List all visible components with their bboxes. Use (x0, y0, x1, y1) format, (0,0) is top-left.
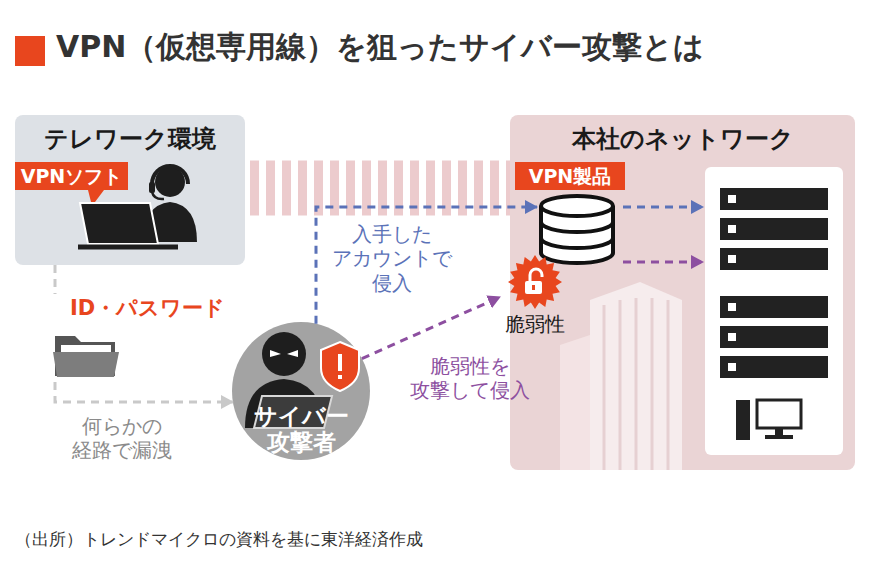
vpn-product: VPN製品 (537, 192, 617, 267)
decoration (619, 300, 622, 470)
decoration (728, 225, 736, 233)
folder-icon (53, 330, 123, 380)
decoration (80, 203, 158, 244)
decoration (270, 350, 281, 357)
decoration (728, 333, 736, 341)
decoration (508, 255, 562, 309)
folder-label: ID・パスワード (70, 294, 225, 322)
decoration (541, 196, 613, 216)
decoration (667, 300, 670, 470)
tag-label: VPNソフト (15, 162, 128, 190)
edge-label: 何らかの 経路で漏洩 (62, 414, 182, 463)
vulnerability-burst (500, 254, 570, 310)
decoration (720, 218, 828, 240)
decoration (765, 435, 793, 439)
decoration (560, 335, 590, 470)
decoration (287, 350, 298, 357)
decoration (321, 342, 359, 391)
decoration (728, 303, 736, 311)
decoration (149, 182, 155, 193)
decoration (757, 400, 801, 428)
decoration (262, 332, 306, 376)
box-heading: 本社のネットワーク (510, 123, 855, 155)
leak-arrow (55, 382, 233, 402)
decoration (720, 188, 828, 210)
decoration (736, 400, 750, 440)
decoration (525, 281, 542, 294)
decoration (541, 222, 613, 232)
decoration (720, 248, 828, 270)
account-intrusion-arrow (316, 207, 537, 324)
edge-label: 脆弱性を 攻撃して侵入 (400, 354, 540, 403)
tag-label: VPN製品 (515, 162, 625, 190)
title-text: VPN（仮想専用線）を狙ったサイバー攻撃とは (56, 27, 704, 68)
box-heading: テレワーク環境 (15, 123, 245, 155)
exploit-arrow (362, 297, 500, 359)
decoration (705, 167, 843, 455)
software-tag: VPNソフト (15, 162, 128, 190)
decoration (530, 269, 542, 282)
mark-label: 脆弱性 (495, 311, 575, 338)
decoration (775, 428, 783, 435)
title-square (15, 36, 45, 66)
database-cylinder (537, 192, 617, 267)
decoration (532, 285, 535, 290)
attacker-label: サイバー 攻撃者 (232, 404, 370, 456)
decoration (338, 375, 342, 379)
credential-folder: ID・パスワード (45, 294, 225, 382)
decoration (603, 305, 606, 470)
decoration (635, 298, 638, 470)
leak-line (54, 265, 57, 294)
decoration (541, 238, 613, 248)
edge-label: 入手した アカウントで 侵入 (322, 222, 462, 295)
decoration (590, 282, 682, 470)
caption-text: （出所）トレンドマイクロの資料を基に東洋経済作成 (15, 528, 423, 551)
decoration (78, 245, 178, 250)
server-rack (705, 167, 843, 455)
vulnerability-mark: 脆弱性 (500, 254, 570, 336)
decoration (720, 356, 828, 378)
decoration (728, 255, 736, 263)
decoration (728, 195, 736, 203)
decoration (728, 363, 736, 371)
decoration (720, 326, 828, 348)
decoration (651, 298, 654, 470)
decoration (53, 352, 119, 377)
decoration (338, 354, 342, 371)
decoration (152, 166, 188, 184)
decoration (720, 296, 828, 318)
